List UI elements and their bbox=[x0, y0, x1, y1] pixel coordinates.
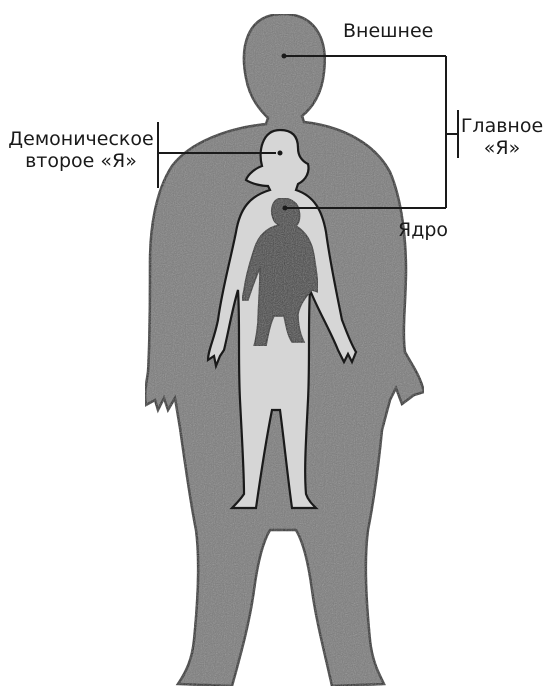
demonic-label-line2: второе «Я» bbox=[6, 150, 156, 172]
demonic-second-self-label: Демоническое второе «Я» bbox=[6, 128, 156, 172]
outer-label: Внешнее bbox=[343, 20, 433, 42]
middle-head-marker bbox=[278, 151, 283, 156]
main-self-label-line1: Главное bbox=[460, 115, 544, 137]
core-head-marker bbox=[283, 206, 288, 211]
core-label: Ядро bbox=[398, 219, 448, 241]
outer-head-marker bbox=[282, 54, 287, 59]
main-self-label-line2: «Я» bbox=[460, 137, 544, 159]
demonic-label-line1: Демоническое bbox=[6, 128, 156, 150]
main-self-label: Главное «Я» bbox=[460, 115, 544, 159]
